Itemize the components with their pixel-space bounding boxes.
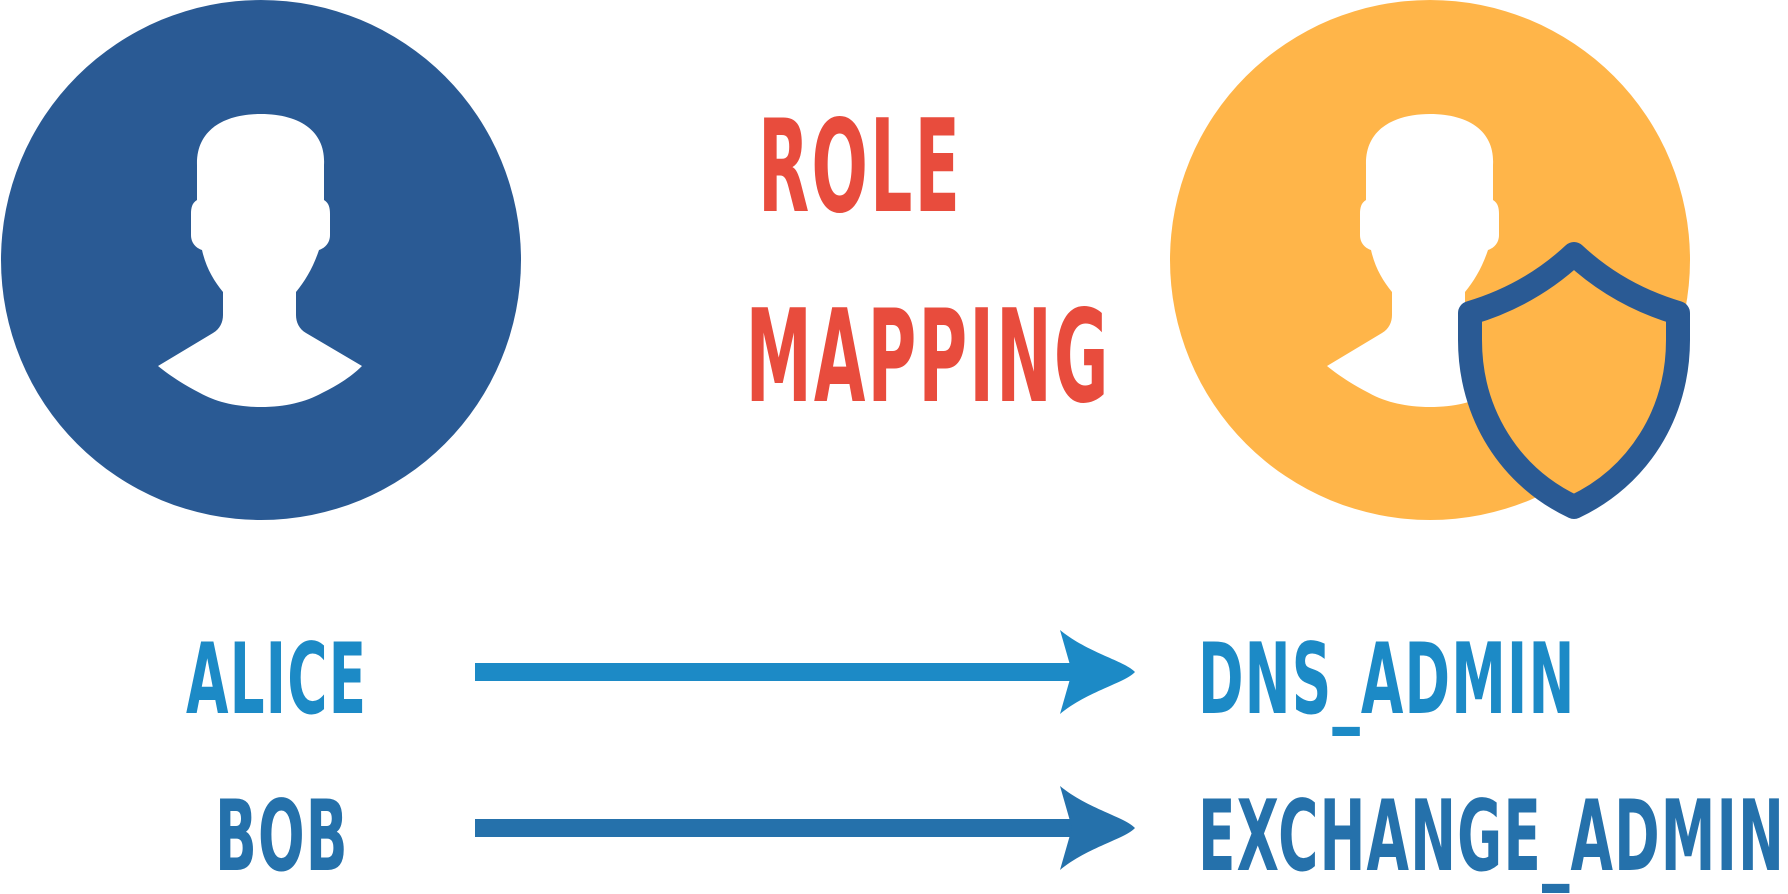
- title-line-1: ROLE: [757, 93, 963, 242]
- role-label-dns-admin: DNS_ADMIN: [1198, 623, 1576, 737]
- user-silhouette-icon: [158, 114, 362, 407]
- mapping-arrow-1: [475, 630, 1135, 714]
- admin-silhouette-icon: [1327, 114, 1531, 407]
- shield-icon: [1458, 242, 1690, 519]
- user-icon: [1, 0, 521, 520]
- user-label-alice: ALICE: [186, 623, 368, 737]
- admin-icon: [1170, 0, 1690, 520]
- title-line-2: MAPPING: [745, 283, 1111, 432]
- user-label-bob: BOB: [215, 780, 349, 894]
- role-label-exchange-admin: EXCHANGE_ADMIN: [1198, 780, 1786, 894]
- arrow-head-icon: [1060, 786, 1135, 870]
- arrow-head-icon: [1060, 630, 1135, 714]
- mapping-arrow-2: [475, 786, 1135, 870]
